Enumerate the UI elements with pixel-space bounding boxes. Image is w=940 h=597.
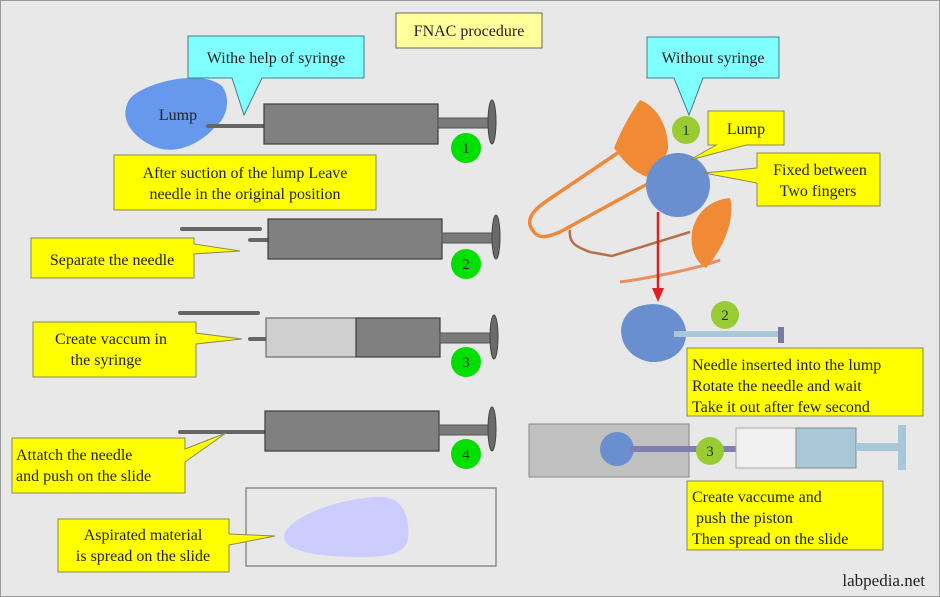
svg-text:After suction of the lump Leav: After suction of the lump Leave [143, 165, 348, 182]
lump-label: Lump [159, 107, 197, 124]
step-number-1: 1 [462, 141, 470, 157]
svg-text:and push on the slide: and push on the slide [16, 468, 151, 485]
lump-right-2 [621, 304, 687, 363]
callout-fixed-between: Fixed between Two fingers [703, 152, 881, 207]
syringe-2: 2 [180, 214, 501, 279]
needle-hub-right-2 [778, 327, 784, 343]
lump-right [646, 153, 710, 217]
smear [283, 497, 409, 557]
svg-text:Two fingers: Two fingers [780, 183, 857, 200]
needle-right-2 [674, 331, 780, 337]
step-badge-3 [451, 347, 481, 377]
right-step-number-2: 2 [721, 308, 729, 324]
svg-text:Lump: Lump [727, 121, 765, 138]
svg-text:needle in the original positio: needle in the original position [149, 186, 340, 203]
callout-with-syringe: Withe help of syringe [187, 35, 365, 117]
callout-step-1: After suction of the lump Leave needle i… [113, 154, 377, 211]
step-badge-4 [451, 439, 481, 469]
right-step-badge-1 [672, 116, 700, 144]
callout-step-3: Create vaccum in the syringe [32, 321, 243, 378]
step-number-2: 2 [462, 257, 470, 273]
callout-step-2: Separate the needle [30, 237, 241, 279]
step-badge-1 [451, 133, 481, 163]
callout-lump-right: Lump [689, 110, 785, 161]
svg-text:Separate the needle: Separate the needle [50, 252, 174, 269]
syringe-4: 4 [178, 406, 497, 469]
arrow-down [652, 212, 664, 302]
step-number-3: 3 [462, 355, 470, 371]
right-step-number-3: 3 [706, 444, 714, 460]
right-step-badge-3 [696, 437, 724, 465]
svg-text:push the piston: push the piston [692, 510, 793, 527]
step-number-4: 4 [462, 447, 470, 463]
svg-text:Rotate the needle and wait: Rotate the needle and wait [692, 378, 862, 395]
syringe-3: 3 [178, 311, 499, 377]
callout-with-syringe-text: Withe help of syringe [207, 50, 345, 67]
svg-text:Needle inserted into the lump: Needle inserted into the lump [692, 357, 881, 374]
svg-text:Create vaccume and: Create vaccume and [692, 489, 822, 506]
fingers-illustration [527, 100, 732, 284]
svg-text:the syringe: the syringe [71, 352, 142, 369]
callout-slide: Aspirated material is spread on the slid… [57, 518, 276, 573]
svg-text:Aspirated material: Aspirated material [84, 527, 203, 544]
svg-text:Then spread on the slide: Then spread on the slide [692, 531, 848, 548]
callout-without-syringe: Without syringe [646, 36, 780, 117]
lump-blob [125, 77, 228, 150]
syringe-right-3 [630, 425, 906, 470]
callout-without-syringe-text: Without syringe [662, 50, 765, 67]
glass-slide-left [245, 487, 497, 567]
callout-step-3-right: Create vaccume and push the piston Then … [686, 480, 884, 551]
svg-text:Fixed between: Fixed between [773, 162, 867, 179]
right-step-badge-2 [711, 301, 739, 329]
callout-step-2-right: Needle inserted into the lump Rotate the… [686, 347, 924, 417]
syringe-1: 1 [206, 99, 497, 163]
step-badge-2 [451, 249, 481, 279]
svg-text:Attatch the needle: Attatch the needle [16, 447, 132, 464]
right-step-number-1: 1 [682, 123, 690, 139]
watermark: labpedia.net [842, 571, 925, 590]
callout-step-4: Attatch the needle and push on the slide [11, 432, 227, 494]
title-text: FNAC procedure [414, 23, 525, 40]
svg-text:Take it out after few second: Take it out after few second [692, 399, 870, 416]
svg-text:is spread on the slide: is spread on the slide [76, 548, 210, 565]
svg-text:Create vaccum in: Create vaccum in [55, 331, 167, 348]
title-box: FNAC procedure [395, 12, 543, 49]
